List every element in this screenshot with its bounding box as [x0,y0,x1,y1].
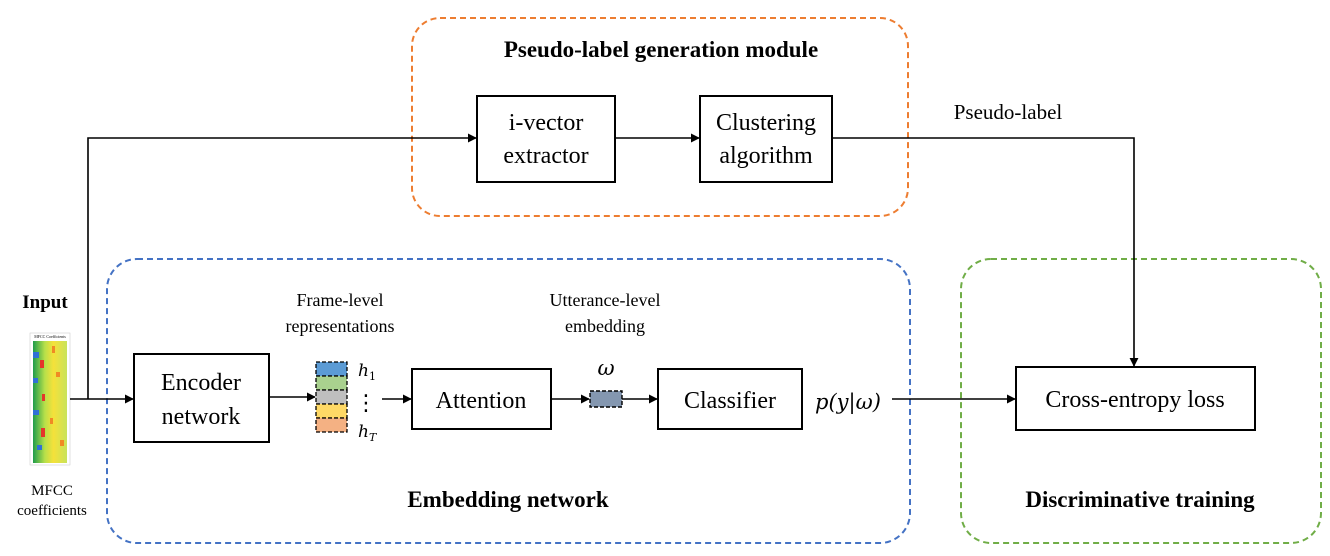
frame-representation-3 [315,389,348,405]
utterance-level-line1: Utterance-level [550,290,661,310]
encoder-network-box: Encoder network [133,353,270,443]
encoder-line2: network [162,404,241,430]
frame-representation-2 [315,375,348,391]
loss-label: Cross-entropy loss [1045,387,1224,413]
classifier-box: Classifier [657,368,803,430]
discriminative-training-title: Discriminative training [1025,487,1255,512]
clustering-to-loss-arrow [832,137,1139,367]
input-label: Input [22,292,68,313]
mfcc-caption-line1: MFCC [31,483,73,499]
pseudo-label-annotation: Pseudo-label [954,100,1063,124]
attention-box: Attention [411,368,552,430]
vertical-ellipsis: ⋮ [355,391,377,416]
clustering-line1: Clustering [716,110,816,136]
frame-level-line1: Frame-level [297,290,384,310]
mfcc-caption-line2: coefficients [17,503,87,519]
frame-representation-1 [315,361,348,377]
frame-representation-stack [315,361,348,433]
input-to-ivector-arrow [87,133,477,399]
frame-representation-4 [315,403,348,419]
clustering-algorithm-box: Clustering algorithm [699,95,833,183]
classifier-label: Classifier [684,388,776,414]
embedding-network-title: Embedding network [407,487,608,512]
ivector-line1: i-vector [509,110,584,136]
clustering-line2: algorithm [719,143,813,169]
mfcc-image: MFCC Coefficients [29,332,71,466]
utterance-embedding-vector [589,390,623,408]
pseudo-label-module-container [411,17,909,217]
omega-symbol: ω [597,356,614,380]
ivector-extractor-box: i-vector extractor [476,95,616,183]
frame-level-line2: representations [286,316,395,336]
frame-representation-5 [315,417,348,433]
hT-label: hT [358,422,378,444]
embedding-network-container [106,258,911,544]
discriminative-training-container [960,258,1322,544]
ivector-line2: extractor [503,143,588,169]
utterance-level-line2: embedding [565,316,645,336]
h1-label: h1 [358,361,376,383]
encoder-line1: Encoder [161,370,241,396]
attention-label: Attention [436,388,527,414]
output-probability: p(y|ω) [815,390,881,415]
cross-entropy-loss-box: Cross-entropy loss [1015,366,1256,431]
pseudo-label-module-title: Pseudo-label generation module [504,37,818,62]
mfcc-image-title: MFCC Coefficients [34,334,66,339]
